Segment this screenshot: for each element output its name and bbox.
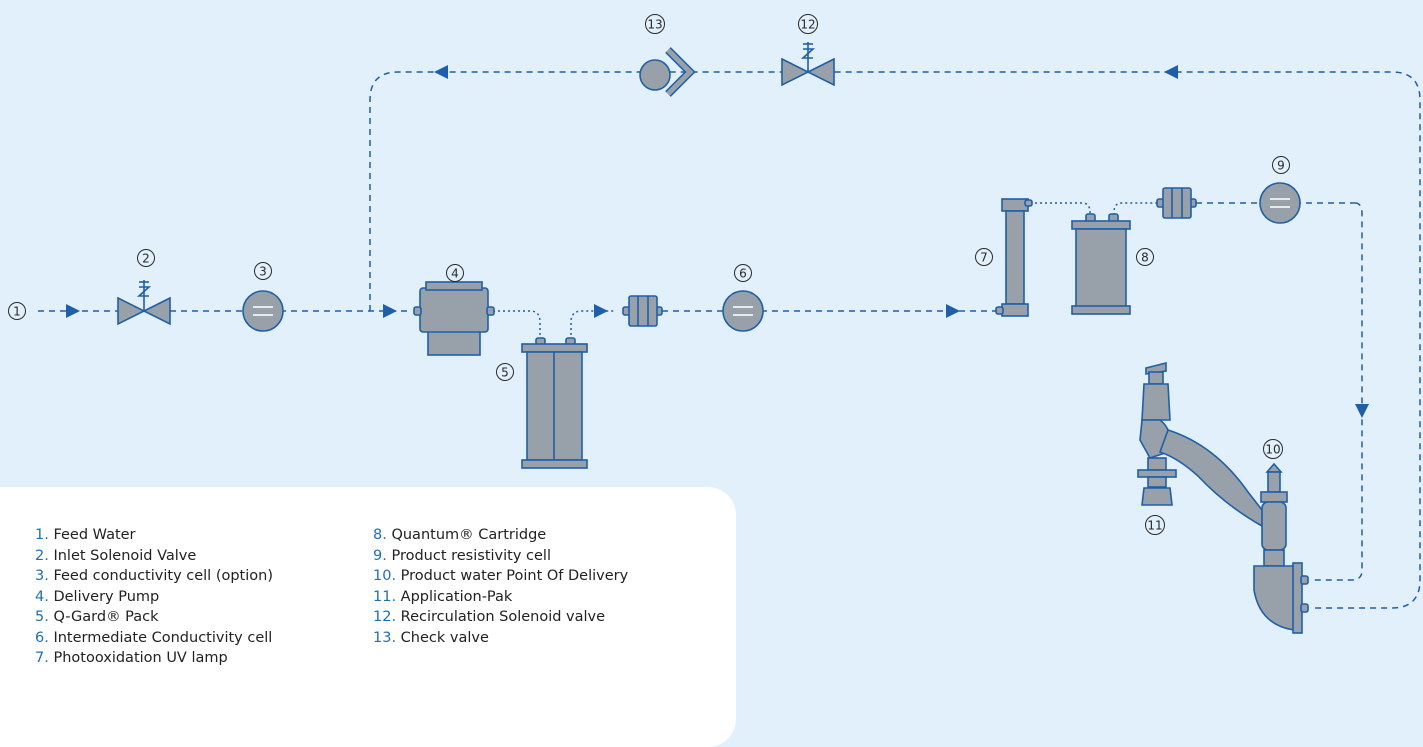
feed-conductivity-cell-icon [242, 290, 284, 332]
svg-text:5: 5 [501, 366, 509, 380]
arrow-cartridge-in [594, 304, 608, 318]
inline-cartridge-2-icon [1156, 187, 1197, 219]
delivery-pump-icon [413, 281, 495, 356]
svg-text:6: 6 [739, 267, 747, 281]
arrow-pump-in [383, 304, 397, 318]
callout-7: 7 [975, 248, 993, 266]
legend-item: 8. Quantum® Cartridge [373, 527, 547, 543]
callout-12: 12 [798, 14, 818, 34]
callouts: 1 2 3 4 5 6 7 8 9 10 11 12 13 [8, 14, 1290, 535]
arrow-feed [66, 304, 80, 318]
callout-5: 5 [496, 363, 514, 381]
legend-item: 2. Inlet Solenoid Valve [35, 547, 197, 564]
svg-text:4: 4 [451, 267, 459, 281]
water-flow-diagram: 1 2 3 4 5 6 7 8 9 10 11 12 13 [8, 14, 1421, 634]
arrow-to-pod [1355, 404, 1369, 418]
legend-column-2: 8. Quantum® Cartridge 9. Product resisti… [373, 525, 628, 648]
callout-6: 6 [734, 264, 752, 282]
svg-text:13: 13 [647, 18, 662, 32]
legend-item: 12. Recirculation Solenoid valve [373, 609, 606, 625]
recirculation-solenoid-valve-icon [781, 42, 835, 87]
arrow-recirc-left [434, 65, 448, 79]
legend-column-1: 1. Feed Water 2. Inlet Solenoid Valve 3.… [35, 525, 273, 669]
legend-item: 1. Feed Water [35, 527, 136, 543]
arrow-recirc-right [1164, 65, 1178, 79]
legend-item: 6. Intermediate Conductivity cell [35, 629, 273, 646]
svg-text:8: 8 [1141, 251, 1149, 265]
svg-text:10: 10 [1265, 443, 1280, 457]
point-of-delivery-icon [1253, 462, 1309, 634]
intermediate-conductivity-cell-icon [722, 290, 764, 332]
callout-10: 10 [1263, 439, 1283, 459]
legend-item: 10. Product water Point Of Delivery [373, 568, 629, 584]
flow-arrows [66, 65, 1369, 418]
callout-13: 13 [645, 14, 665, 34]
product-resistivity-cell-icon [1259, 182, 1301, 224]
svg-text:7: 7 [980, 251, 988, 265]
callout-8: 8 [1136, 248, 1154, 266]
callout-11: 11 [1145, 515, 1165, 535]
legend-item: 7. Photooxidation UV lamp [35, 650, 228, 666]
callout-1: 1 [8, 302, 26, 320]
legend-item: 11. Application-Pak [373, 588, 513, 605]
check-valve-icon [639, 47, 696, 97]
arrow-lamp-in [946, 304, 960, 318]
svg-text:12: 12 [800, 18, 815, 32]
legend-item: 9. Product resistivity cell [373, 547, 551, 564]
svg-text:1: 1 [13, 305, 21, 319]
callout-4: 4 [446, 264, 464, 282]
q-gard-pack-icon [521, 337, 588, 469]
legend-item: 5. Q-Gard® Pack [35, 609, 159, 625]
callout-9: 9 [1272, 156, 1290, 174]
callout-2: 2 [137, 249, 155, 267]
svg-text:2: 2 [142, 252, 150, 266]
quantum-cartridge-icon [1071, 213, 1131, 315]
svg-text:11: 11 [1147, 519, 1162, 533]
legend-item: 4. Delivery Pump [35, 588, 160, 605]
callout-3: 3 [254, 262, 272, 280]
legend-item: 13. Check valve [373, 629, 489, 646]
uv-lamp-icon [995, 198, 1033, 317]
flow-lines [38, 71, 1421, 609]
svg-text:9: 9 [1277, 159, 1285, 173]
inline-cartridge-icon [622, 295, 663, 327]
svg-text:3: 3 [259, 265, 267, 279]
application-pak-icon [1137, 361, 1263, 528]
legend-item: 3. Feed conductivity cell (option) [35, 568, 273, 584]
inlet-solenoid-valve-icon [117, 280, 171, 326]
